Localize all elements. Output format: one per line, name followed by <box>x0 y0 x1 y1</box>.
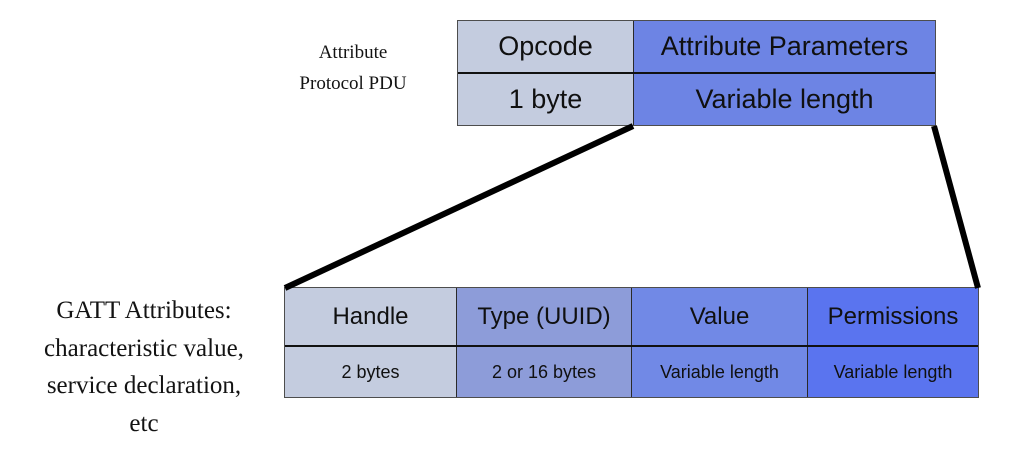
gatt-attribute-table: Handle Type (UUID) Value Permissions 2 b… <box>284 287 979 398</box>
pdu-label-line-1: Attribute <box>318 42 388 63</box>
gatt-label-line-3: service declaration, <box>46 372 242 399</box>
pdu-field-opcode-name: Opcode <box>458 21 633 72</box>
connector-line-right <box>931 125 981 289</box>
gatt-field-type-size: 2 or 16 bytes <box>456 347 631 397</box>
pdu-field-attribute-parameters-size: Variable length <box>633 74 935 125</box>
gatt-field-value-size: Variable length <box>631 347 807 397</box>
attribute-protocol-pdu-table: Opcode Attribute Parameters 1 byte Varia… <box>457 20 936 126</box>
pdu-field-name-row: Opcode Attribute Parameters <box>458 21 935 74</box>
pdu-label-line-2: Protocol PDU <box>299 72 407 94</box>
gatt-label-line-1: GATT Attributes: <box>56 297 232 324</box>
gatt-field-name-row: Handle Type (UUID) Value Permissions <box>285 288 978 347</box>
gatt-field-size-row: 2 bytes 2 or 16 bytes Variable length Va… <box>285 347 978 397</box>
gatt-field-handle-name: Handle <box>285 288 456 345</box>
gatt-label-line-2: characteristic value, <box>44 334 244 362</box>
connector-line-left <box>283 123 635 291</box>
gatt-attributes-label: GATT Attributes: characteristic value, s… <box>8 292 280 442</box>
pdu-field-size-row: 1 byte Variable length <box>458 74 935 125</box>
gatt-label-line-4: etc <box>129 409 159 437</box>
pdu-field-attribute-parameters-name: Attribute Parameters <box>633 21 935 72</box>
gatt-field-permissions-name: Permissions <box>807 288 978 345</box>
gatt-field-permissions-size: Variable length <box>807 347 978 397</box>
gatt-field-handle-size: 2 bytes <box>285 347 456 397</box>
attribute-protocol-pdu-label: Attribute Protocol PDU <box>258 38 448 100</box>
gatt-field-value-name: Value <box>631 288 807 345</box>
pdu-field-opcode-size: 1 byte <box>458 74 633 125</box>
gatt-field-type-name: Type (UUID) <box>456 288 631 345</box>
